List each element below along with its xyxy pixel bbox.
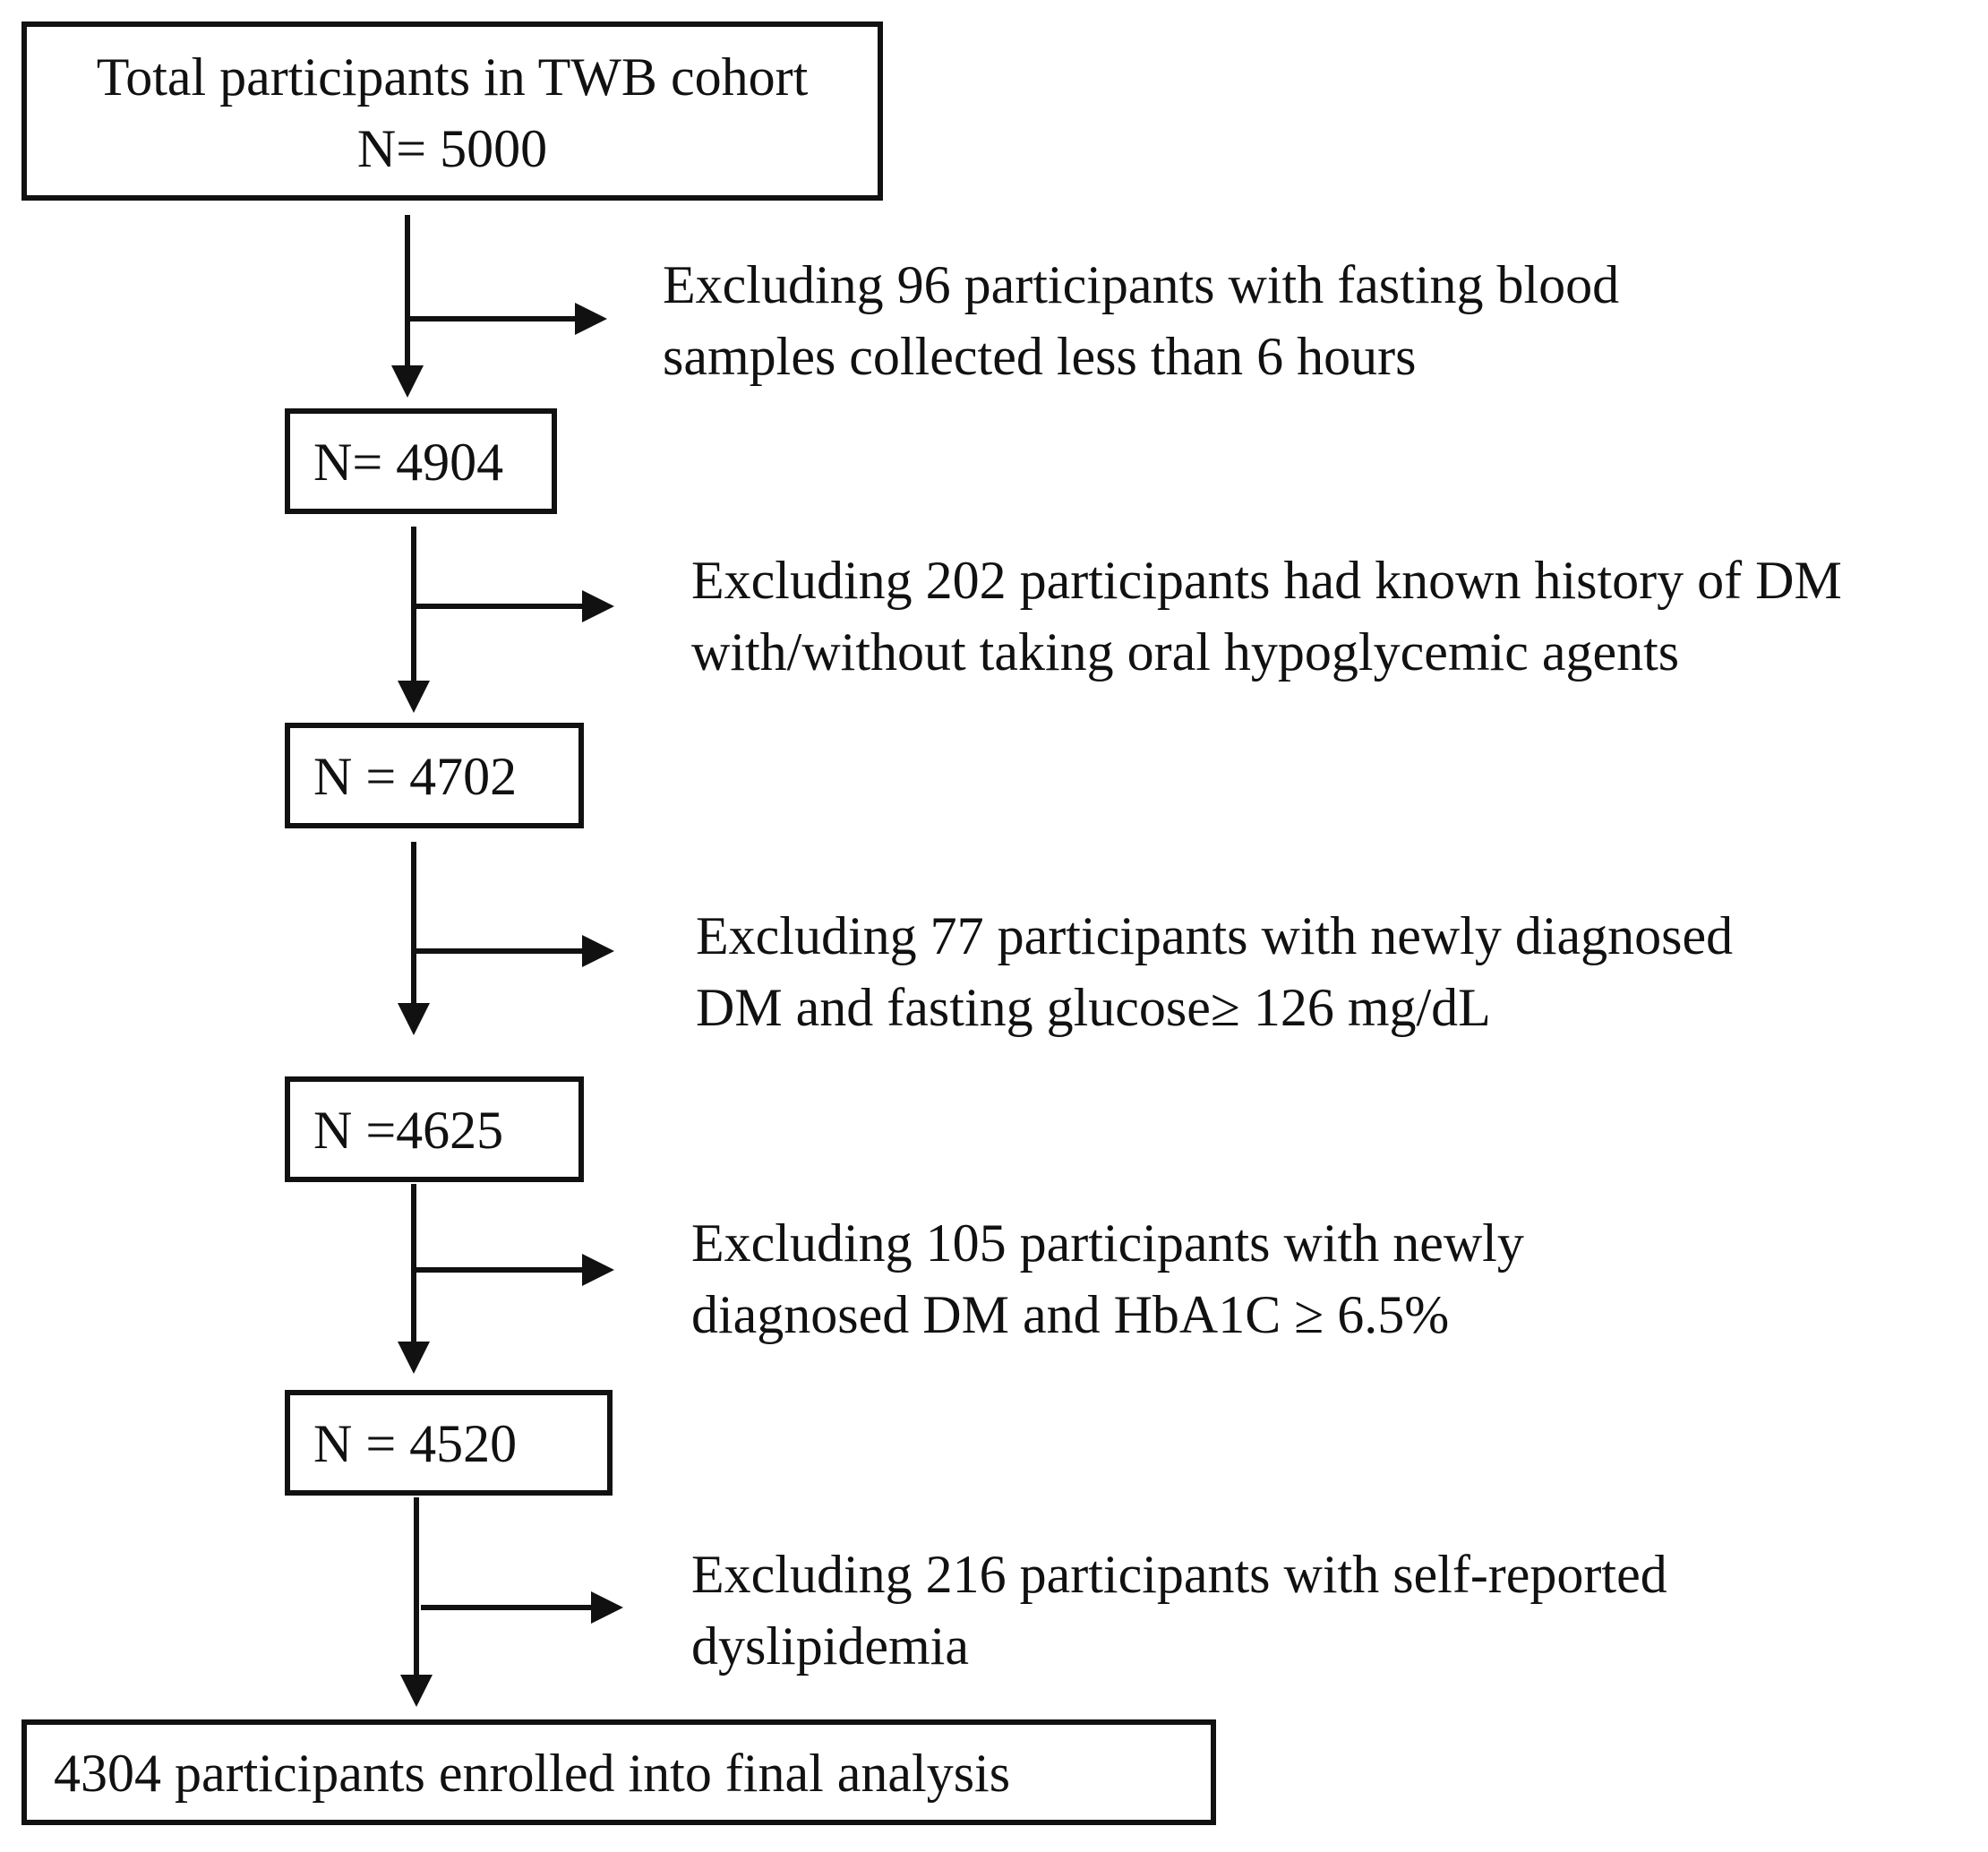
- exclusion-note-4: Excluding 105 participants with newly di…: [691, 1207, 1524, 1350]
- exclusion-note-2: Excluding 202 participants had known his…: [691, 544, 1842, 688]
- exclusion-note-3-line2: DM and fasting glucose≥ 126 mg/dL: [696, 978, 1491, 1037]
- exclusion-note-5: Excluding 216 participants with self-rep…: [691, 1539, 1667, 1682]
- exclusion-note-3-line1: Excluding 77 participants with newly dia…: [696, 906, 1734, 965]
- exclusion-note-2-line1: Excluding 202 participants had known his…: [691, 551, 1842, 610]
- final-box: 4304 participants enrolled into final an…: [21, 1719, 1216, 1825]
- count-box-4625-label: N =4625: [313, 1101, 504, 1160]
- start-box: Total participants in TWB cohort N= 5000: [21, 21, 883, 201]
- exclusion-note-1: Excluding 96 participants with fasting b…: [663, 249, 1619, 392]
- exclusion-note-1-line1: Excluding 96 participants with fasting b…: [663, 255, 1620, 314]
- final-box-label: 4304 participants enrolled into final an…: [54, 1744, 1011, 1803]
- exclusion-note-3: Excluding 77 participants with newly dia…: [696, 900, 1733, 1043]
- count-box-4520-label: N = 4520: [313, 1414, 518, 1473]
- start-box-count: N= 5000: [356, 119, 548, 178]
- exclusion-note-4-line1: Excluding 105 participants with newly: [691, 1213, 1524, 1273]
- exclusion-note-2-line2: with/without taking oral hypoglycemic ag…: [691, 622, 1680, 682]
- count-box-4904: N= 4904: [285, 408, 557, 514]
- exclusion-note-1-line2: samples collected less than 6 hours: [663, 327, 1417, 386]
- count-box-4520: N = 4520: [285, 1390, 613, 1496]
- exclusion-note-5-line1: Excluding 216 participants with self-rep…: [691, 1545, 1667, 1604]
- exclusion-note-5-line2: dyslipidemia: [691, 1616, 969, 1676]
- count-box-4625: N =4625: [285, 1076, 584, 1182]
- count-box-4702: N = 4702: [285, 723, 584, 828]
- exclusion-note-4-line2: diagnosed DM and HbA1C ≥ 6.5%: [691, 1285, 1450, 1344]
- count-box-4904-label: N= 4904: [313, 433, 504, 492]
- start-box-title: Total participants in TWB cohort: [96, 47, 809, 107]
- count-box-4702-label: N = 4702: [313, 747, 518, 806]
